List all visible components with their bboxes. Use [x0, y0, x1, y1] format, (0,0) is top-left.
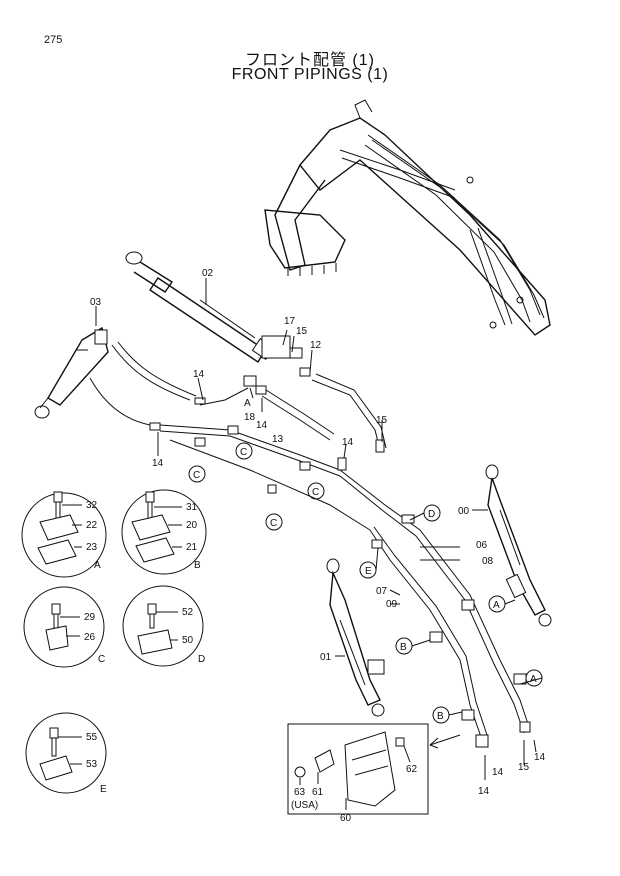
clamp-a-label: A	[94, 560, 101, 571]
excavator-front-overview	[264, 99, 551, 336]
callout-15-upper: 15	[296, 326, 308, 337]
svg-text:A: A	[493, 600, 500, 611]
callout-08: 08	[482, 556, 494, 567]
clamp-e-label: E	[100, 784, 107, 795]
callout-03: 03	[90, 297, 102, 308]
callout-18: 18	[244, 412, 256, 423]
callout-12: 12	[310, 340, 322, 351]
callout-15-bottom: 15	[518, 762, 530, 773]
callout-14-mid: 14	[256, 420, 268, 431]
clamp-set-c: 29 26 C	[23, 586, 105, 668]
cylinder-00	[485, 464, 552, 627]
inset-callout-60: 60	[340, 813, 352, 824]
callout-13: 13	[272, 434, 284, 445]
svg-text:C: C	[193, 470, 200, 481]
callout-14-bottom: 14	[492, 767, 504, 778]
clamp-b-part-1: 31	[186, 502, 198, 513]
page-title-english: FRONT PIPINGS (1)	[231, 66, 389, 83]
clamp-a-part-3: 23	[86, 542, 98, 553]
callout-14-left: 14	[193, 369, 205, 380]
circle-ref-c-4: C	[265, 513, 283, 531]
circle-ref-a-1: A	[488, 595, 506, 613]
inset-callout-62: 62	[406, 764, 418, 775]
clamp-e-part-2: 53	[86, 759, 98, 770]
clamp-d-part-1: 52	[182, 607, 194, 618]
svg-text:C: C	[240, 447, 247, 458]
callout-14-lower-left: 14	[152, 458, 164, 469]
circle-ref-d: D	[423, 504, 441, 522]
cylinder-03	[34, 326, 109, 419]
clamp-c-label: C	[98, 654, 105, 665]
svg-text:B: B	[400, 642, 407, 653]
circle-ref-e: E	[359, 561, 377, 579]
callout-01: 01	[320, 652, 332, 663]
callout-a-marker: A	[244, 398, 251, 409]
inset-region-label: (USA)	[291, 800, 318, 811]
callout-00: 00	[458, 506, 470, 517]
clamp-b-part-3: 21	[186, 542, 198, 553]
clamp-set-a: 32 22 23 A	[21, 491, 107, 578]
clamp-b-label: B	[194, 560, 201, 571]
svg-text:D: D	[428, 509, 435, 520]
svg-text:C: C	[270, 518, 277, 529]
circle-references: C C C C D E A B A B	[188, 442, 543, 724]
clamp-a-part-1: 32	[86, 500, 98, 511]
cylinder-01	[326, 558, 385, 717]
clamp-e-part-1: 55	[86, 732, 98, 743]
svg-text:B: B	[437, 711, 444, 722]
circle-ref-c-1: C	[235, 442, 253, 460]
circle-ref-a-2: A	[525, 669, 543, 687]
callout-14-center: 14	[342, 437, 354, 448]
clamp-d-label: D	[198, 654, 205, 665]
cylinder-02	[125, 251, 275, 363]
leader-lines	[95, 278, 537, 780]
callout-09: 09	[386, 599, 398, 610]
clamp-c-part-2: 26	[84, 632, 96, 643]
svg-text:A: A	[530, 674, 537, 685]
inset-callout-63: 63	[294, 787, 306, 798]
circle-ref-b-2: B	[432, 706, 450, 724]
callout-15-mid: 15	[376, 415, 388, 426]
circle-ref-c-2: C	[188, 465, 206, 483]
callout-17: 17	[284, 316, 296, 327]
svg-text:C: C	[312, 487, 319, 498]
callout-02: 02	[202, 268, 214, 279]
circle-ref-c-3: C	[307, 482, 325, 500]
svg-text:E: E	[365, 566, 372, 577]
clamp-c-part-1: 29	[84, 612, 96, 623]
page-title-japanese: フロント配管 (1)	[244, 52, 375, 69]
clamp-b-part-2: 20	[186, 520, 198, 531]
clamp-set-d: 52 50 D	[122, 585, 205, 667]
circle-ref-b-1: B	[395, 637, 413, 655]
clamp-d-part-2: 50	[182, 635, 194, 646]
inset-callout-61: 61	[312, 787, 324, 798]
callout-numbers: 02 03 17 15 12 14 18 14 13 15 14 14 00 0…	[90, 268, 546, 797]
callout-07: 07	[376, 586, 388, 597]
callout-14-right: 14	[534, 752, 546, 763]
usa-inset: 62 63 61 60 (USA)	[287, 723, 461, 824]
callout-06: 06	[476, 540, 488, 551]
clamp-a-part-2: 22	[86, 520, 98, 531]
clamp-set-b: 31 20 21 B	[121, 489, 207, 575]
pipe-harness	[89, 335, 531, 748]
callout-14-lowest: 14	[478, 786, 490, 797]
clamp-set-e: 55 53 E	[25, 712, 107, 795]
page-number: 275	[44, 34, 63, 46]
